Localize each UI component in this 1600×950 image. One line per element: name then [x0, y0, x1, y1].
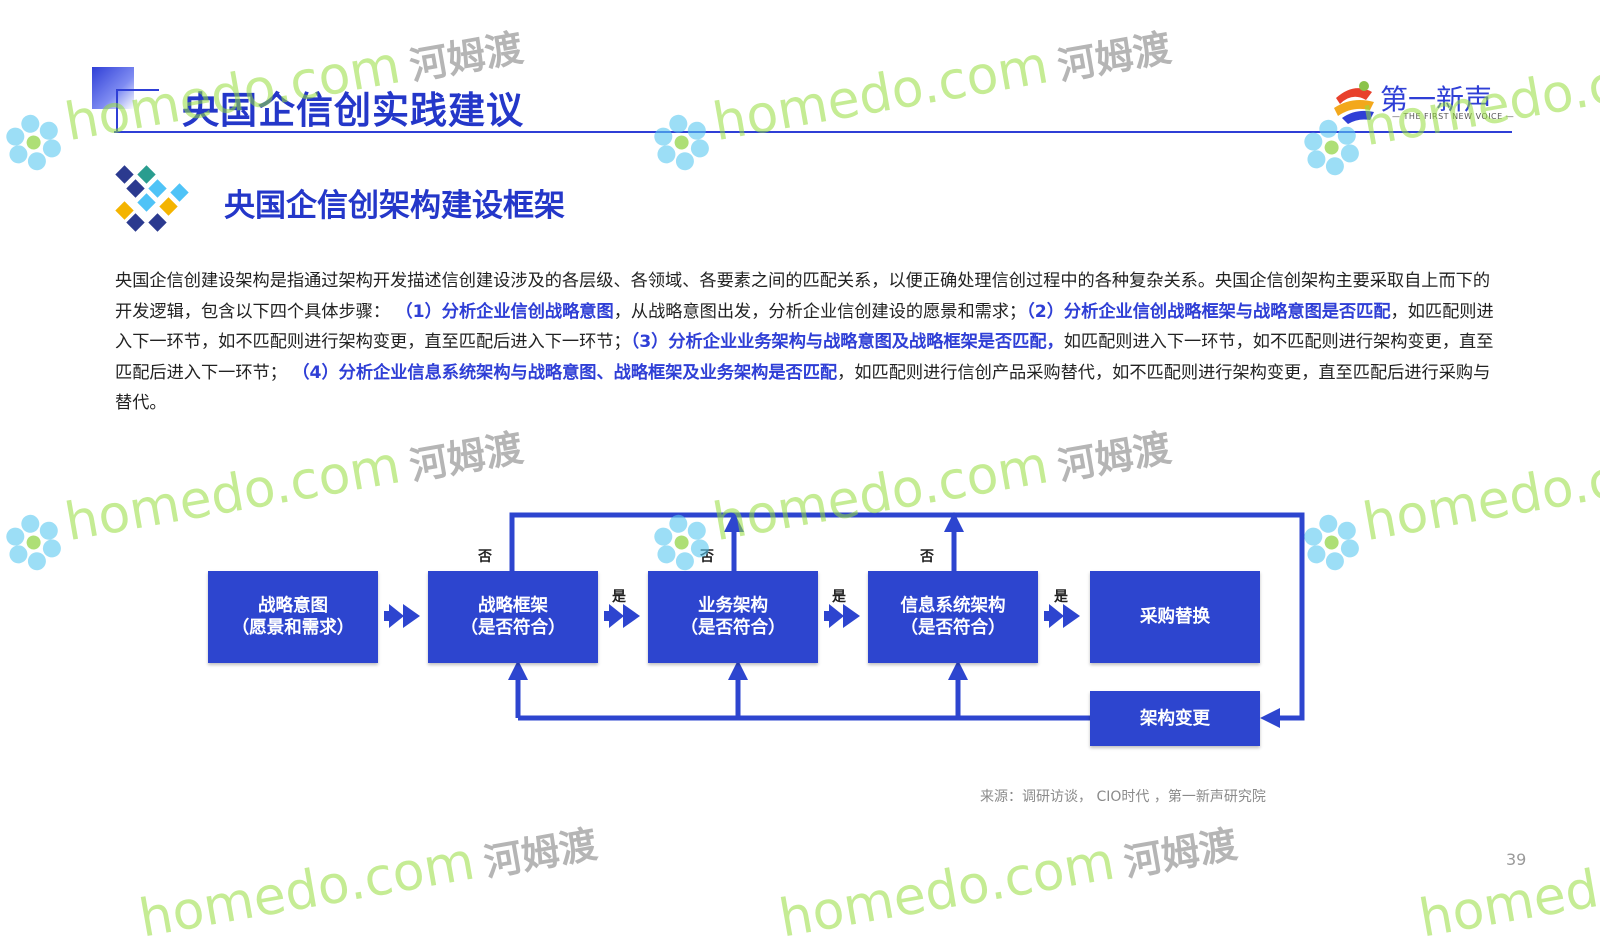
flow-box-label: 战略意图 — [258, 596, 328, 616]
flow-line-no-loop — [509, 512, 1305, 728]
flow-box-sublabel: （是否符合） — [680, 618, 786, 638]
flow-arrow-1 — [384, 604, 404, 628]
body-paragraph: 央国企信创建设架构是指通过架构开发描述信创建设涉及的各层级、各领域、各要素之间的… — [115, 266, 1500, 419]
flow-box-is-architecture: 信息系统架构 （是否符合） — [868, 571, 1038, 663]
header-divider — [114, 131, 1512, 133]
flow-box-label: 信息系统架构 — [900, 596, 1006, 616]
flow-label-no: 否 — [478, 549, 492, 565]
para-step-1: （1）分析企业信创战略意图 — [395, 301, 614, 322]
flow-arrow-3b — [843, 604, 860, 628]
para-text: 央国企信创建设架构是指通过架构开发描述信创建设涉及的各层级、各领域、各要素之间的… — [115, 271, 1491, 322]
brand-name: 第一新声 — [1380, 83, 1493, 116]
flow-arrow-1b — [403, 604, 420, 628]
flow-box-business-architecture: 业务架构 （是否符合） — [648, 571, 818, 663]
flow-label-yes: 是 — [612, 589, 626, 605]
header-decor-square — [92, 67, 134, 109]
flowchart-connectors — [384, 512, 1305, 728]
para-step-4: （4）分析企业信息系统架构与战略意图、战略框架及业务架构是否匹配 — [292, 362, 838, 383]
para-text: 如匹配则进入下一环节，如不匹配则进行架构变更，直至匹配后进入下一环节； — [115, 332, 1494, 383]
flow-label-yes: 是 — [832, 589, 846, 605]
flow-box-sublabel: （愿景和需求） — [231, 618, 355, 638]
flow-label-no: 否 — [920, 549, 934, 565]
section-title: 央国企信创架构建设框架 — [224, 188, 565, 224]
flow-arrow-4 — [1044, 604, 1064, 628]
flow-box-sublabel: （是否符合） — [900, 618, 1006, 638]
flow-box-architecture-change: 架构变更 — [1090, 691, 1260, 746]
header-decor-frame — [116, 89, 159, 133]
para-text: ，如匹配则进行信创产品采购替代，如不匹配则进行架构变更，直至匹配后进行采购与替代… — [115, 362, 1491, 414]
flow-box-label: 采购替换 — [1140, 607, 1210, 627]
brand-icon — [1334, 81, 1374, 124]
para-step-2: （2）分析企业信创战略框架与战略意图是否匹配 — [1026, 301, 1391, 322]
para-text: ，如匹配则进入下一环节，如不匹配则进行架构变更，直至匹配后进入下一环节； — [115, 301, 1494, 353]
flow-box-strategy-framework: 战略框架 （是否符合） — [428, 571, 598, 663]
flow-box-procurement: 采购替换 — [1090, 571, 1260, 663]
page-title: 央国企信创实践建议 — [182, 89, 524, 132]
flow-box-label: 战略框架 — [478, 596, 548, 616]
flow-arrow-2b — [623, 604, 640, 628]
flow-label-yes: 是 — [1054, 589, 1068, 605]
flow-label-no: 否 — [700, 549, 714, 565]
brand-logo: 第一新声 — THE FIRST NEW VOICE — — [1330, 78, 1530, 128]
flow-box-strategy-intent: 战略意图 （愿景和需求） — [208, 571, 378, 663]
flow-arrow-4b — [1063, 604, 1080, 628]
source-note: 来源：调研访谈， CIO时代 ，第一新声研究院 — [980, 789, 1266, 805]
flow-box-label: 架构变更 — [1140, 708, 1210, 729]
section-diamond-icon — [115, 165, 189, 232]
flow-box-sublabel: （是否符合） — [460, 618, 566, 638]
para-text: ，从战略意图出发，分析企业信创建设的愿景和需求； — [613, 301, 1027, 322]
flow-arrow-3 — [824, 604, 844, 628]
page-number: 39 — [1506, 850, 1527, 869]
flow-arrow-2 — [604, 604, 624, 628]
para-step-3: （3）分析企业业务架构与战略意图及战略框架是否匹配， — [630, 332, 1064, 352]
flow-box-label: 业务架构 — [698, 596, 768, 616]
brand-tagline: — THE FIRST NEW VOICE — — [1392, 112, 1515, 121]
